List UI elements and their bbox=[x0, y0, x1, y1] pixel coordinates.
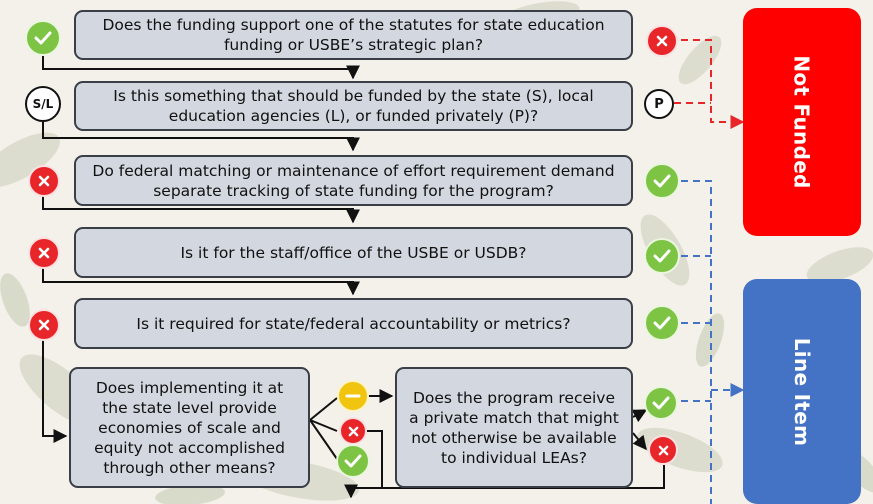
question-private-match: Does the program receive a private match… bbox=[395, 367, 633, 488]
x-icon bbox=[28, 165, 60, 197]
question-staff-office: Is it for the staff/office of the USBE o… bbox=[74, 227, 633, 278]
x-icon bbox=[28, 237, 60, 269]
private-badge: P bbox=[644, 89, 674, 119]
x-icon bbox=[339, 417, 367, 445]
check-icon bbox=[644, 386, 678, 420]
check-icon bbox=[644, 305, 680, 341]
state-local-badge: S/L bbox=[25, 86, 61, 122]
outcome-not-funded: Not Funded bbox=[743, 8, 861, 236]
x-icon bbox=[648, 435, 678, 465]
question-statutes: Does the funding support one of the stat… bbox=[74, 10, 633, 60]
outcome-line-item: Line Item bbox=[743, 279, 861, 504]
minus-icon bbox=[337, 380, 369, 412]
outcome-line-item-label: Line Item bbox=[789, 337, 814, 446]
check-icon bbox=[336, 444, 370, 478]
question-federal-matching: Do federal matching or maintenance of ef… bbox=[74, 155, 633, 206]
x-icon bbox=[28, 309, 60, 341]
question-economies-of-scale: Does implementing it at the state level … bbox=[69, 367, 310, 488]
question-accountability: Is it required for state/federal account… bbox=[74, 298, 633, 349]
check-icon bbox=[25, 20, 61, 56]
question-funding-source: Is this something that should be funded … bbox=[74, 81, 633, 131]
check-icon bbox=[644, 238, 680, 274]
check-icon bbox=[644, 163, 680, 199]
outcome-not-funded-label: Not Funded bbox=[790, 55, 814, 189]
x-icon bbox=[646, 25, 678, 57]
